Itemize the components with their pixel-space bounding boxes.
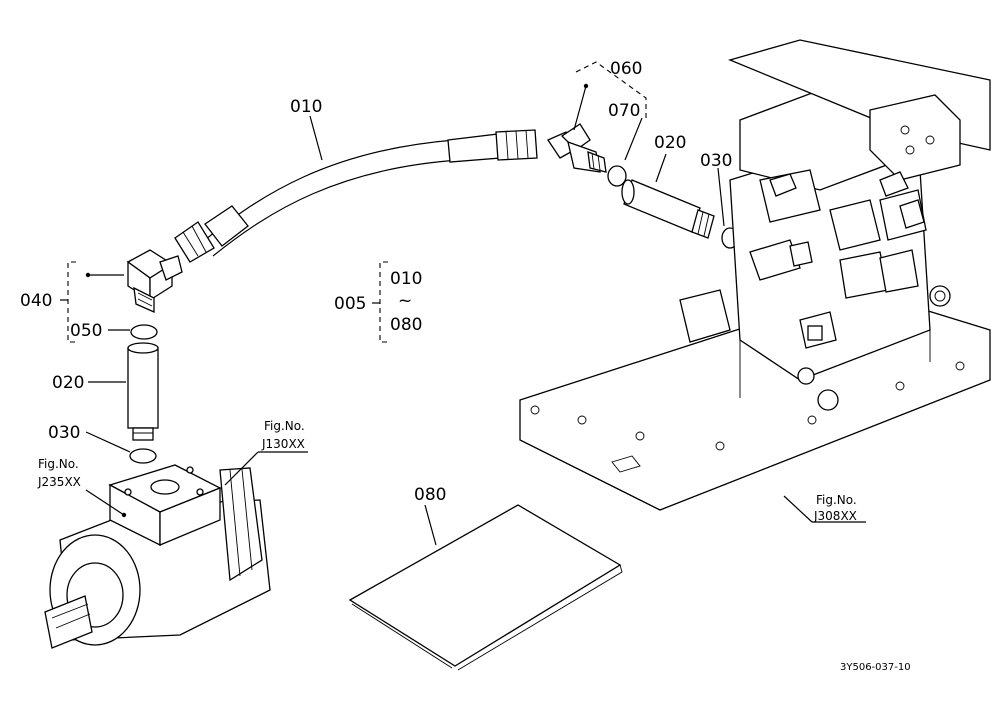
- label-fitting-040: 040: [20, 291, 52, 311]
- label-fitting-060: 060: [610, 59, 642, 79]
- leader-lines: [85, 83, 866, 546]
- ref-j308-line1: Fig.No.: [816, 493, 857, 507]
- label-oring-030-bottom: 030: [48, 423, 80, 443]
- group-brackets: [60, 61, 647, 343]
- ref-j235-line1: Fig.No.: [38, 457, 79, 471]
- elbow-fitting-left: [126, 249, 183, 314]
- ref-j308-line2: J308XX: [813, 509, 857, 523]
- pipe-top: [621, 179, 715, 239]
- hose-assembly: [174, 129, 538, 263]
- ref-j235-line2: J235XX: [37, 475, 81, 489]
- ref-j130-line1: Fig.No.: [264, 419, 305, 433]
- control-valve-assembly: [519, 39, 991, 511]
- label-oring-070: 070: [608, 101, 640, 121]
- o-ring-050: [130, 324, 158, 340]
- o-ring-030-bottom: [129, 448, 157, 464]
- o-ring-070: [607, 165, 627, 187]
- pipe-left: [127, 342, 159, 441]
- label-hose-010: 010: [290, 97, 322, 117]
- ref-j130-line2: J130XX: [261, 437, 305, 451]
- label-oring-030-right: 030: [700, 151, 732, 171]
- label-range-tilde: ~: [398, 291, 412, 311]
- label-range-start-010: 010: [390, 269, 422, 289]
- hydraulic-pump: [44, 464, 271, 649]
- drawing-code: 3Y506-037-10: [840, 662, 911, 673]
- instruction-sheet: [348, 504, 623, 671]
- elbow-fitting-top: [547, 123, 607, 173]
- label-sheet-080: 080: [414, 485, 446, 505]
- label-pipe-020-top: 020: [654, 133, 686, 153]
- label-range-end-080: 080: [390, 315, 422, 335]
- label-pipe-020-left: 020: [52, 373, 84, 393]
- part-labels: 010 060 070 020 030 040 050 020 030 005 …: [20, 59, 732, 505]
- label-oring-050: 050: [70, 321, 102, 341]
- label-assembly-005: 005: [334, 294, 366, 314]
- figure-references: Fig.No. J130XX Fig.No. J235XX Fig.No. J3…: [37, 419, 857, 523]
